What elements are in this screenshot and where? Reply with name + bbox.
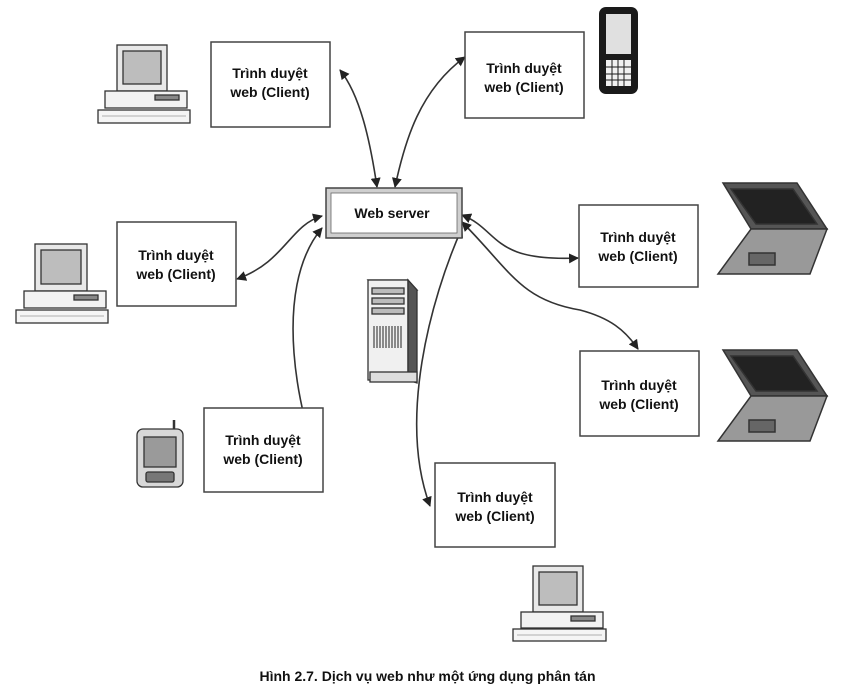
- client-node-2: Trình duyệt web (Client): [464, 31, 585, 119]
- web-server-label: Web server: [354, 205, 430, 221]
- client-label-line2: web (Client): [483, 79, 563, 95]
- client-label-line2: web (Client): [222, 451, 302, 467]
- client-node-4: Trình duyệt web (Client): [578, 204, 699, 288]
- mobile-phone-icon: [599, 7, 638, 94]
- link-client-3: [236, 213, 323, 281]
- link-client-7: [415, 227, 463, 507]
- client-node-7: Trình duyệt web (Client): [434, 462, 556, 548]
- client-label-line2: web (Client): [229, 84, 309, 100]
- client-node-6: Trình duyệt web (Client): [203, 407, 324, 493]
- link-client-5: [461, 221, 639, 350]
- client-label-line1: Trình duyệt: [232, 65, 308, 81]
- client-node-5: Trình duyệt web (Client): [579, 350, 700, 437]
- client-label-line2: web (Client): [598, 396, 678, 412]
- desktop-computer-icon: [97, 44, 191, 124]
- client-label-line2: web (Client): [135, 266, 215, 282]
- client-label-line2: web (Client): [454, 508, 534, 524]
- server-tower-icon: [366, 278, 419, 384]
- client-label-line1: Trình duyệt: [457, 489, 533, 505]
- client-label-line1: Trình duyệt: [601, 377, 677, 393]
- client-node-3: Trình duyệt web (Client): [116, 221, 237, 307]
- figure-caption: Hình 2.7. Dịch vụ web như một ứng dụng p…: [259, 668, 596, 684]
- laptop-icon: [716, 349, 829, 442]
- desktop-computer-icon: [15, 243, 109, 324]
- desktop-computer-icon: [512, 565, 607, 642]
- handheld-pda-icon: [136, 420, 184, 488]
- laptop-icon: [716, 182, 829, 275]
- client-node-1: Trình duyệt web (Client): [210, 41, 331, 128]
- web-server-node: Web server: [325, 187, 463, 239]
- client-label-line2: web (Client): [597, 248, 677, 264]
- link-client-1: [339, 69, 381, 188]
- client-label-line1: Trình duyệt: [486, 60, 562, 76]
- client-label-line1: Trình duyệt: [138, 247, 214, 263]
- client-label-line1: Trình duyệt: [225, 432, 301, 448]
- link-client-2: [391, 56, 466, 188]
- client-label-line1: Trình duyệt: [600, 229, 676, 245]
- connections: [236, 56, 639, 507]
- link-client-4: [461, 213, 579, 264]
